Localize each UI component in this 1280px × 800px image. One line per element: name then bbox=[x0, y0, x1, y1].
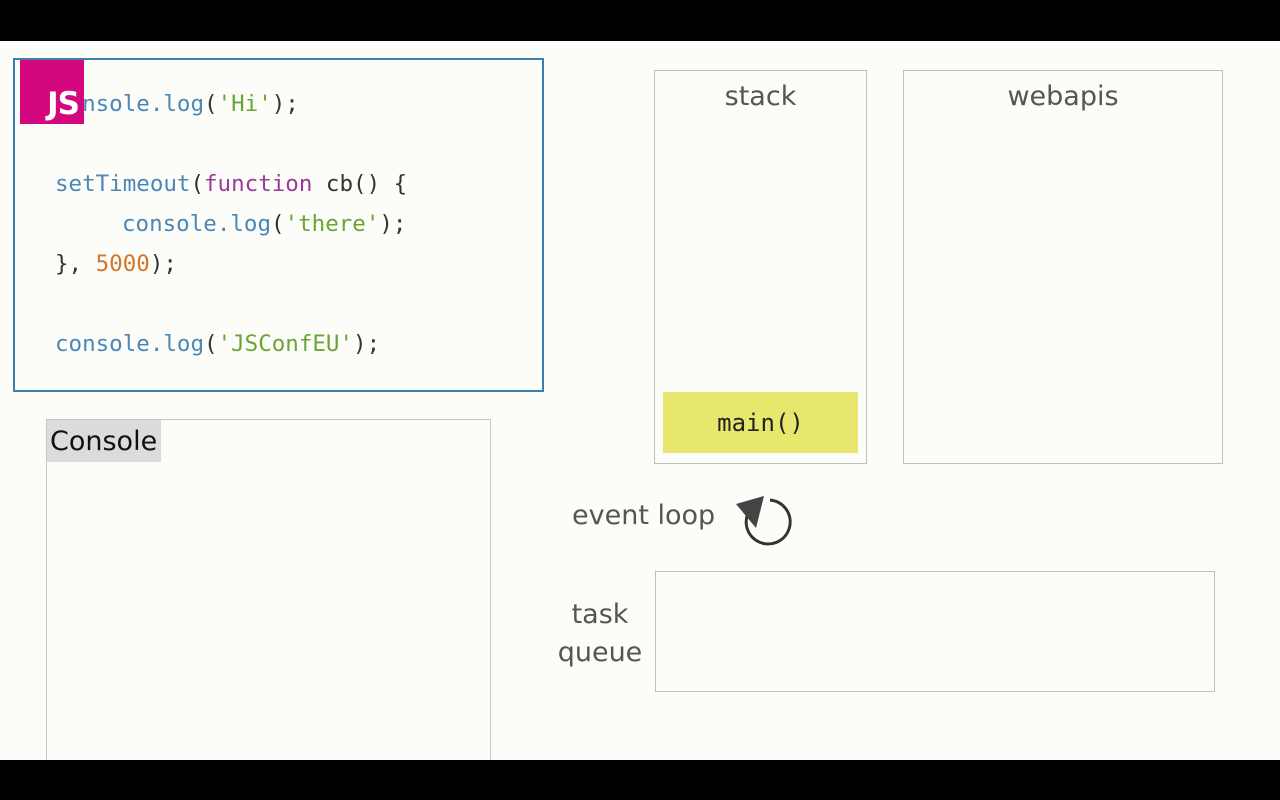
code-line-5: console.log('JSConfEU'); bbox=[55, 331, 381, 357]
console-title: Console bbox=[47, 420, 162, 462]
bottom-letterbox bbox=[0, 760, 1280, 800]
code-line-4: }, 5000); bbox=[55, 251, 177, 277]
slide: console.log('Hi'); setTimeout(function c… bbox=[0, 41, 1280, 760]
stack-panel: stack main() bbox=[654, 70, 867, 464]
task-queue-label-line1: task bbox=[571, 599, 629, 630]
code-editor: console.log('Hi'); setTimeout(function c… bbox=[13, 58, 544, 392]
code-line-1: console.log('Hi'); bbox=[55, 91, 299, 117]
webapis-title: webapis bbox=[1007, 81, 1119, 112]
js-logo: JS bbox=[20, 60, 84, 124]
event-loop-label: event loop bbox=[572, 500, 716, 531]
event-loop-icon bbox=[734, 494, 794, 550]
webapis-panel: webapis bbox=[903, 70, 1223, 464]
stack-title: stack bbox=[724, 81, 797, 112]
js-logo-label: JS bbox=[47, 86, 80, 122]
task-queue-label: task queue bbox=[556, 596, 644, 672]
task-queue-box bbox=[655, 571, 1215, 692]
stack-frame: main() bbox=[663, 392, 858, 453]
code-line-3: console.log('there'); bbox=[122, 211, 407, 237]
console-panel: Console bbox=[46, 419, 491, 760]
top-letterbox bbox=[0, 0, 1280, 41]
task-queue-label-line2: queue bbox=[557, 637, 643, 668]
code-line-2: setTimeout(function cb() { bbox=[55, 171, 408, 197]
